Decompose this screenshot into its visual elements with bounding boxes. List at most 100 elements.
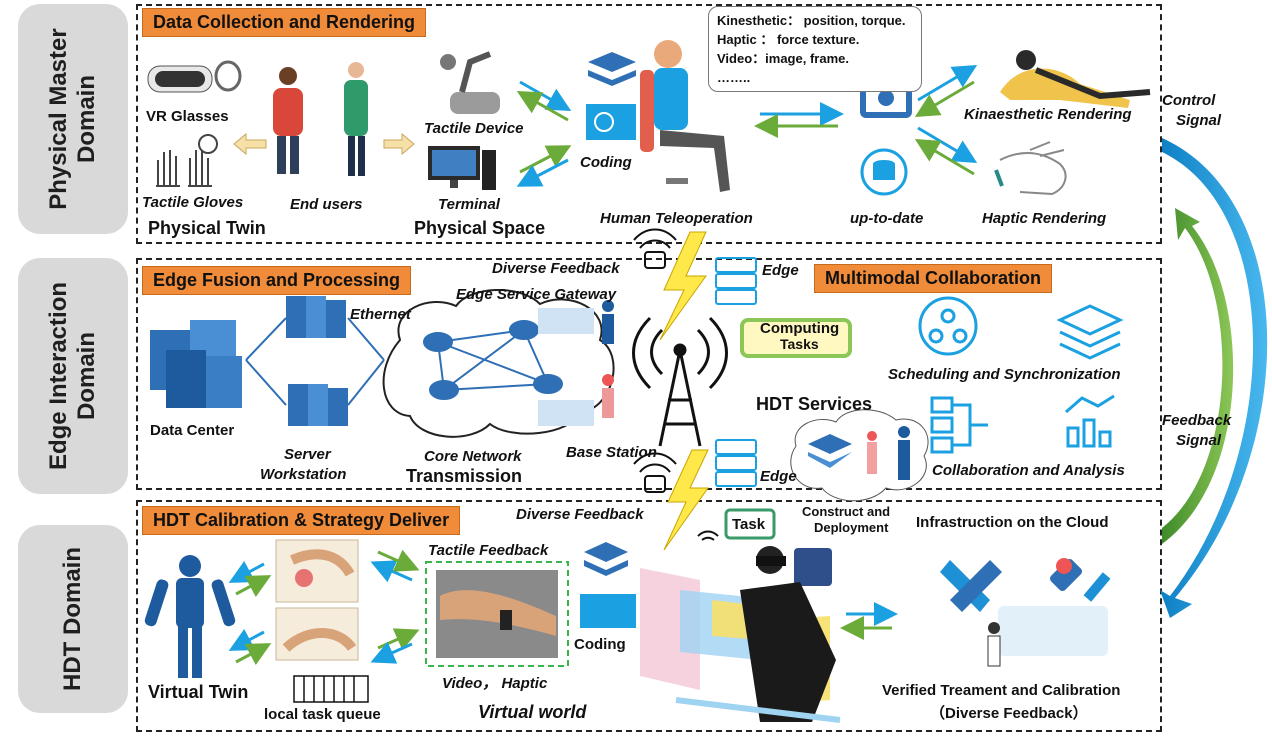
- task-label: Task: [732, 516, 766, 533]
- hdt-domain-box: [136, 500, 1162, 732]
- arrow-tactile-to-scroll-1: [370, 560, 413, 583]
- multimodal-title: Multimodal Collaboration: [814, 264, 1052, 293]
- vr-glasses-icon: [147, 60, 242, 93]
- arrow-twin-to-scroll-1: [235, 575, 272, 598]
- end-users-label: End users: [290, 196, 363, 213]
- feedback-signal-top-icon: [633, 228, 677, 269]
- arrow-device-coding: [519, 80, 572, 111]
- verified-doctor-icon: [987, 606, 1108, 667]
- scheduling-label: Scheduling and Synchronization: [888, 366, 1121, 383]
- vr-glasses-label: VR Glasses: [146, 108, 229, 125]
- edge-top-label: Edge: [762, 262, 799, 279]
- virtual-world-label: Virtual world: [478, 702, 587, 722]
- diverse-feedback-top-label: Diverse Feedback: [492, 260, 620, 277]
- hdt-coding-label: Coding: [574, 636, 626, 653]
- feedback-signal-bottom-icon: [633, 452, 677, 493]
- arrow-scroll-to-tactile-1: [377, 549, 420, 572]
- arrow-to-kinaesthetic: [917, 64, 978, 102]
- feedback-signal-label-1: Feedback: [1162, 412, 1232, 429]
- stack-layers-icon: [794, 548, 832, 586]
- feedback-signal-label-2: Signal: [1176, 432, 1222, 449]
- coding-label: Coding: [580, 154, 632, 171]
- end-users-icon: [273, 62, 368, 176]
- server-top-icon: [286, 296, 346, 338]
- arrow-to-haptic: [917, 126, 978, 164]
- local-task-queue-icon: [293, 675, 369, 703]
- sync-layers-icon: [1056, 304, 1124, 360]
- diverse-feedback-bottom-label: Diverse Feedback: [516, 506, 644, 523]
- arrow-tactile-to-scroll-2: [370, 641, 413, 664]
- coding-cube-icon: [586, 52, 636, 140]
- hdt-services-label: HDT Services: [756, 394, 873, 414]
- computing-tasks-box: [740, 318, 852, 358]
- human-teleoperation-label: Human Teleoperation: [600, 210, 753, 227]
- virtual-twin-body-icon: [144, 555, 236, 678]
- tactile-gloves-label: Tactile Gloves: [142, 194, 244, 211]
- virtual-twin-label: Virtual Twin: [148, 682, 249, 702]
- video-haptic-label: Video， Haptic: [442, 675, 548, 692]
- deployment-label: Deployment: [814, 520, 889, 535]
- arrow-coding-device: [516, 91, 569, 122]
- feedback-signal-arrow: [1162, 208, 1234, 544]
- edge-interaction-domain-label: Edge Interaction Domain: [18, 258, 128, 494]
- server-bottom-icon: [288, 384, 348, 426]
- arrow-scroll-to-twin-1: [228, 560, 265, 583]
- analysis-chart-icon: [1065, 394, 1115, 448]
- local-task-queue-label: local task queue: [264, 706, 381, 723]
- hdt-services-figures: [808, 426, 910, 480]
- tactile-gloves-icon: [156, 134, 218, 187]
- tactile-feedback-arm-image: [436, 570, 558, 658]
- data-center-icon: [150, 320, 242, 408]
- core-network-routers: [423, 320, 563, 400]
- body-figures-icon: [538, 300, 614, 426]
- hdt-services-cloud: [790, 409, 929, 502]
- terminal-label: Terminal: [438, 196, 500, 213]
- hdt-coding-cube-icon: [580, 542, 636, 628]
- bubble-line-kinesthetic: Kinesthetic： position, torque.: [717, 13, 906, 28]
- control-signal-label-2: Signal: [1176, 112, 1222, 129]
- infrastruction-label: Infrastruction on the Cloud: [916, 514, 1109, 531]
- bubble-line-video: Video：image, frame.: [717, 51, 849, 66]
- tactile-device-icon: [440, 51, 500, 114]
- ethernet-label: Ethernet: [350, 306, 411, 323]
- virtual-world-vr-user: [640, 546, 841, 723]
- arrow-to-vr: [233, 132, 267, 156]
- edge-server-bottom-icon: [715, 439, 757, 487]
- tactile-device-label: Tactile Device: [424, 120, 524, 137]
- bubble-line-ellipsis: ……..: [717, 70, 751, 85]
- server-label: Server: [284, 446, 331, 463]
- edge-bottom-label: Edge: [760, 468, 797, 485]
- hdt-calibration-title: HDT Calibration & Strategy Deliver: [142, 506, 461, 535]
- edge-interaction-domain-box: [136, 258, 1162, 490]
- hdt-domain-label: HDT Domain: [18, 525, 128, 713]
- haptic-rendering-label: Haptic Rendering: [982, 210, 1107, 227]
- tactile-feedback-frame: [425, 561, 569, 667]
- task-tag-box: [724, 508, 776, 540]
- verified-feedback-label: （Diverse Feedback）: [930, 705, 1088, 722]
- kinaesthetic-rendering-label: Kinaesthetic Rendering: [964, 106, 1132, 123]
- edge-service-gateway-label: Edge Service Gateway: [456, 286, 617, 303]
- treatment-scroll-icon: [275, 539, 359, 661]
- modality-bubble: Kinesthetic： position, torque. Haptic ： …: [708, 6, 922, 92]
- wifi-small-icon: [697, 530, 719, 541]
- physical-master-domain-label: Physical Master Domain: [18, 4, 128, 234]
- computing-label: Computing: [760, 320, 840, 337]
- tactile-feedback-label: Tactile Feedback: [428, 542, 549, 559]
- edge-server-top-icon: [715, 257, 757, 305]
- arrow-from-kinaesthetic: [914, 80, 975, 118]
- construct-label: Construct and: [802, 504, 891, 519]
- lightning-bottom-icon: [663, 449, 709, 551]
- database-sync-icon: [860, 148, 908, 196]
- transmission-label: Transmission: [406, 466, 523, 486]
- human-teleoperation-icon: [640, 40, 730, 192]
- base-station-tower-icon: [632, 316, 728, 447]
- bubble-line-haptic: Haptic ： force texture.: [717, 32, 860, 47]
- arrow-to-devices: [383, 132, 415, 156]
- arrow-coding-terminal: [516, 158, 569, 187]
- kinaesthetic-figure-icon: [1000, 50, 1151, 108]
- core-network-label: Core Network: [424, 448, 522, 465]
- up-to-date-label: up-to-date: [850, 210, 924, 227]
- workstation-label: Workstation: [260, 466, 347, 483]
- data-center-label: Data Center: [150, 422, 235, 439]
